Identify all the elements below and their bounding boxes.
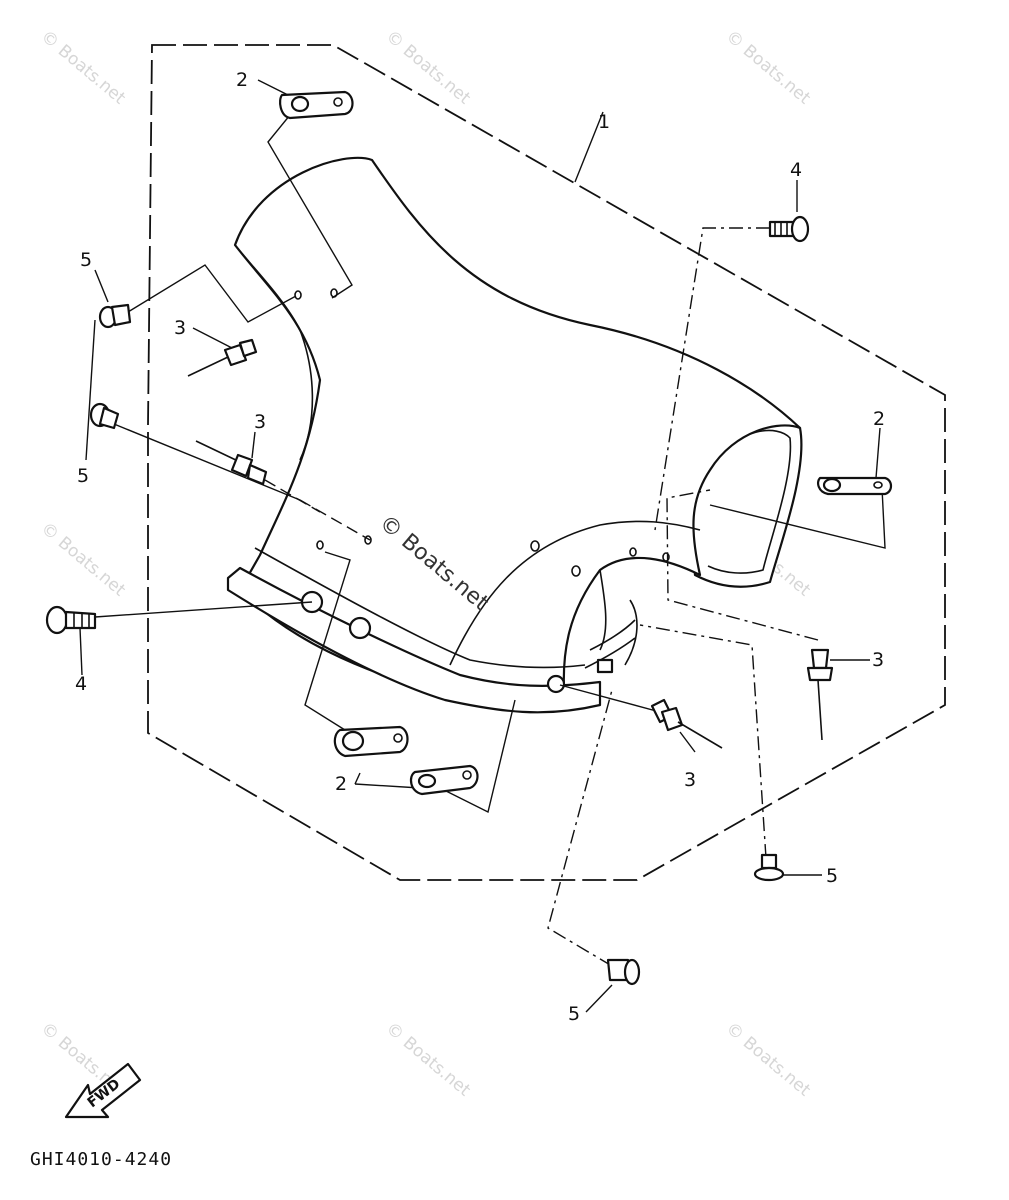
- part-label-4-top-right: 4: [790, 159, 802, 181]
- watermark: © Boats.net: [382, 1019, 475, 1101]
- apron-body: [233, 156, 802, 709]
- watermark: © Boats.net: [382, 27, 475, 109]
- part-label-5-upper-left: 5: [80, 249, 92, 271]
- leader-lines: [79, 79, 886, 1013]
- watermark: © Boats.net: [722, 1019, 815, 1101]
- part-label-3-right: 3: [872, 649, 884, 671]
- part-callouts: 1 2 2 2 3 3 3 3 4 4 5 5 5 5: [75, 69, 885, 1025]
- rivet-mid-left: [195, 440, 268, 486]
- bolt-bottom-right: [753, 853, 785, 882]
- watermark: © Boats.net: [722, 27, 815, 109]
- apron-seal-strip: [226, 566, 602, 714]
- apron-assembly: [226, 156, 803, 714]
- part-label-2-top: 2: [236, 69, 248, 91]
- screw-top-right: [768, 215, 810, 243]
- rivet-upper-left: [187, 338, 258, 377]
- part-label-5-bottom: 5: [568, 1003, 580, 1025]
- rivet-right: [806, 648, 834, 741]
- nut-plate-top: [279, 90, 354, 120]
- part-label-4-left: 4: [75, 673, 87, 695]
- part-label-1: 1: [598, 111, 610, 133]
- watermark: © Boats.net: [37, 27, 130, 109]
- nut-plate-right: [817, 476, 893, 496]
- part-label-5-mid-left: 5: [77, 465, 89, 487]
- part-label-2-right: 2: [873, 408, 885, 430]
- rivet-bottom-right: [650, 698, 723, 749]
- bolt-mid-left: [89, 402, 120, 430]
- assembly-boundary: [147, 44, 946, 881]
- nut-plate-bottom-1: [333, 725, 409, 758]
- part-label-5-bottom-right: 5: [826, 865, 838, 887]
- part-label-2-bottom: 2: [335, 773, 347, 795]
- watermark: © Boats.net: [37, 519, 130, 601]
- drawing-code: GHI4010-4240: [30, 1149, 172, 1170]
- screw-left: [45, 605, 97, 635]
- part-label-3-upper-left: 3: [174, 317, 186, 339]
- part-label-3-mid-left: 3: [254, 411, 266, 433]
- bolt-upper-left: [98, 303, 132, 329]
- bolt-bottom: [606, 958, 641, 986]
- nut-plate-bottom-2: [409, 764, 479, 796]
- part-label-3-bottom: 3: [684, 769, 696, 791]
